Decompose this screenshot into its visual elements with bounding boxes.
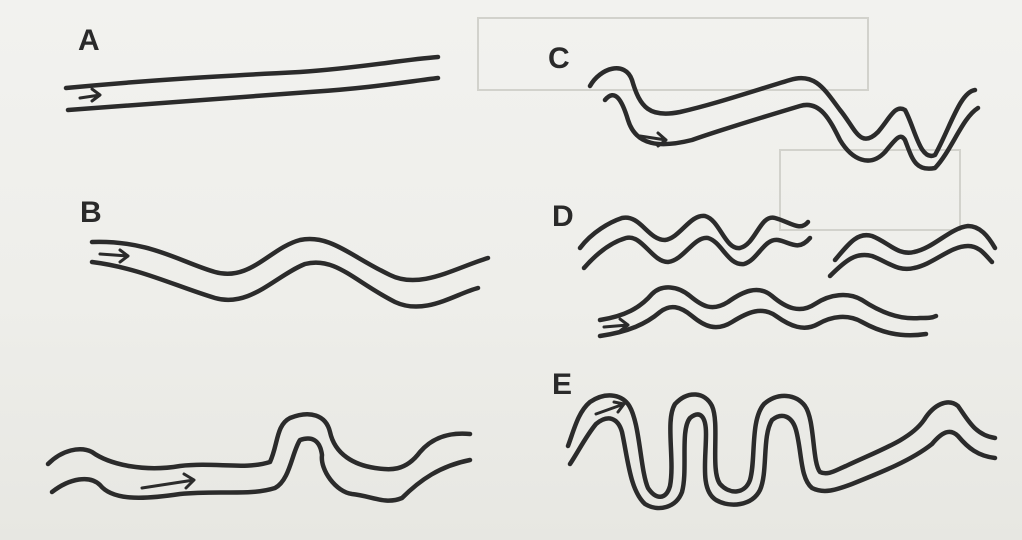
panel-label-a: A (78, 26, 100, 56)
panel-label-c: C (548, 44, 570, 74)
tortuous-meandering-channel (568, 394, 995, 508)
panel-label-b: B (80, 198, 102, 228)
flow-arrow-icon (596, 402, 624, 414)
sinuous-channel (92, 239, 488, 307)
panel-label-d: D (552, 202, 574, 232)
flow-arrow-icon (100, 250, 128, 262)
straight-channel (66, 57, 438, 110)
flow-arrow-icon (142, 474, 194, 488)
meandering-channel-d-bottom (600, 287, 936, 336)
meandering-channel-d-right (830, 226, 995, 276)
panel-label-e: E (552, 370, 572, 400)
flow-arrow-icon (80, 89, 100, 101)
meandering-channel-d-left (580, 216, 810, 268)
irregular-meandering-channel (48, 414, 470, 500)
meandering-channel-c (590, 68, 978, 168)
